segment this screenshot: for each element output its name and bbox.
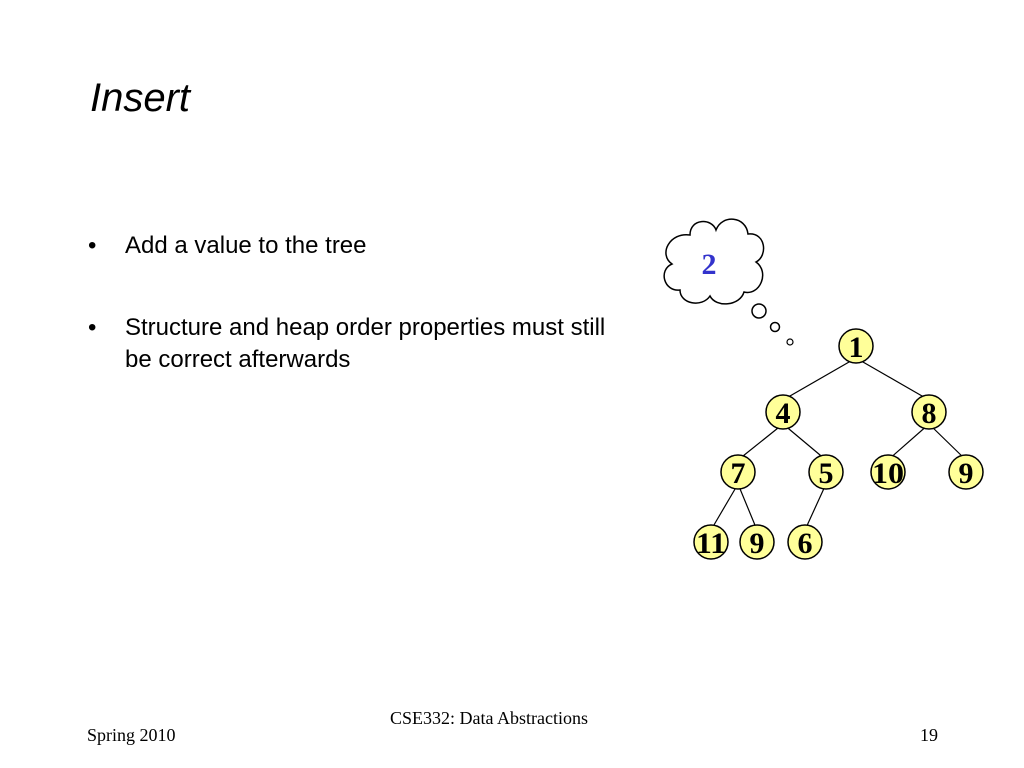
node-circle (870, 454, 906, 490)
tree-node: 4 (765, 394, 801, 430)
tree-nodes: 1 4 8 7 5 10 9 11 (693, 328, 984, 560)
node-value: 9 (750, 527, 765, 560)
new-value-label: 2 (702, 248, 717, 281)
thought-bubble-medium (769, 321, 781, 333)
node-value: 8 (922, 397, 937, 430)
footer-date: Spring 2010 (87, 725, 176, 745)
tree-node: 11 (693, 524, 729, 560)
tree-node: 6 (787, 524, 823, 560)
node-value: 6 (798, 527, 813, 560)
tree-node: 7 (720, 454, 756, 490)
footer-page-number: 19 (920, 725, 938, 745)
edge (710, 483, 739, 531)
bullet-marker: • (88, 232, 97, 259)
footer-course: CSE332: Data Abstractions (390, 708, 588, 728)
node-circle (693, 524, 729, 560)
edge (782, 423, 827, 461)
node-value: 1 (849, 331, 864, 364)
thought-bubble-small (786, 338, 794, 346)
node-circle (765, 394, 801, 430)
tree-node: 8 (911, 394, 947, 430)
node-circle (948, 454, 984, 490)
node-circle (720, 454, 756, 490)
node-value: 7 (731, 457, 746, 490)
node-value: 9 (959, 457, 974, 490)
tree-node-root: 1 (838, 328, 874, 364)
node-circle (787, 524, 823, 560)
bullet-item: • Structure and heap order properties mu… (88, 312, 608, 376)
node-value: 4 (776, 397, 791, 430)
node-value: 5 (819, 457, 834, 490)
bullet-text: Add a value to the tree (125, 232, 367, 259)
edge (887, 423, 930, 461)
cloud-shape (663, 218, 765, 305)
edge (928, 423, 967, 461)
edge (737, 483, 758, 531)
edge (782, 357, 857, 401)
tree-edges (710, 357, 967, 531)
node-circle (911, 394, 947, 430)
node-circle (739, 524, 775, 560)
thought-bubble-large (751, 303, 767, 319)
tree-node: 5 (808, 454, 844, 490)
bullet-list: • Add a value to the tree • Structure an… (88, 230, 608, 426)
edge (804, 483, 827, 531)
tree-node: 9 (739, 524, 775, 560)
node-circle (838, 328, 874, 364)
edge (855, 357, 930, 401)
bullet-text: Structure and heap order properties must… (125, 314, 606, 373)
bullet-marker: • (88, 314, 97, 341)
node-circle (808, 454, 844, 490)
bullet-item: • Add a value to the tree (88, 230, 608, 262)
tree-node: 9 (948, 454, 984, 490)
node-value: 11 (696, 527, 726, 560)
tree-node: 10 (870, 454, 906, 490)
thought-cloud: 2 (663, 218, 794, 346)
slide-title: Insert (90, 76, 191, 120)
node-value: 10 (872, 457, 904, 490)
edge (737, 423, 784, 461)
